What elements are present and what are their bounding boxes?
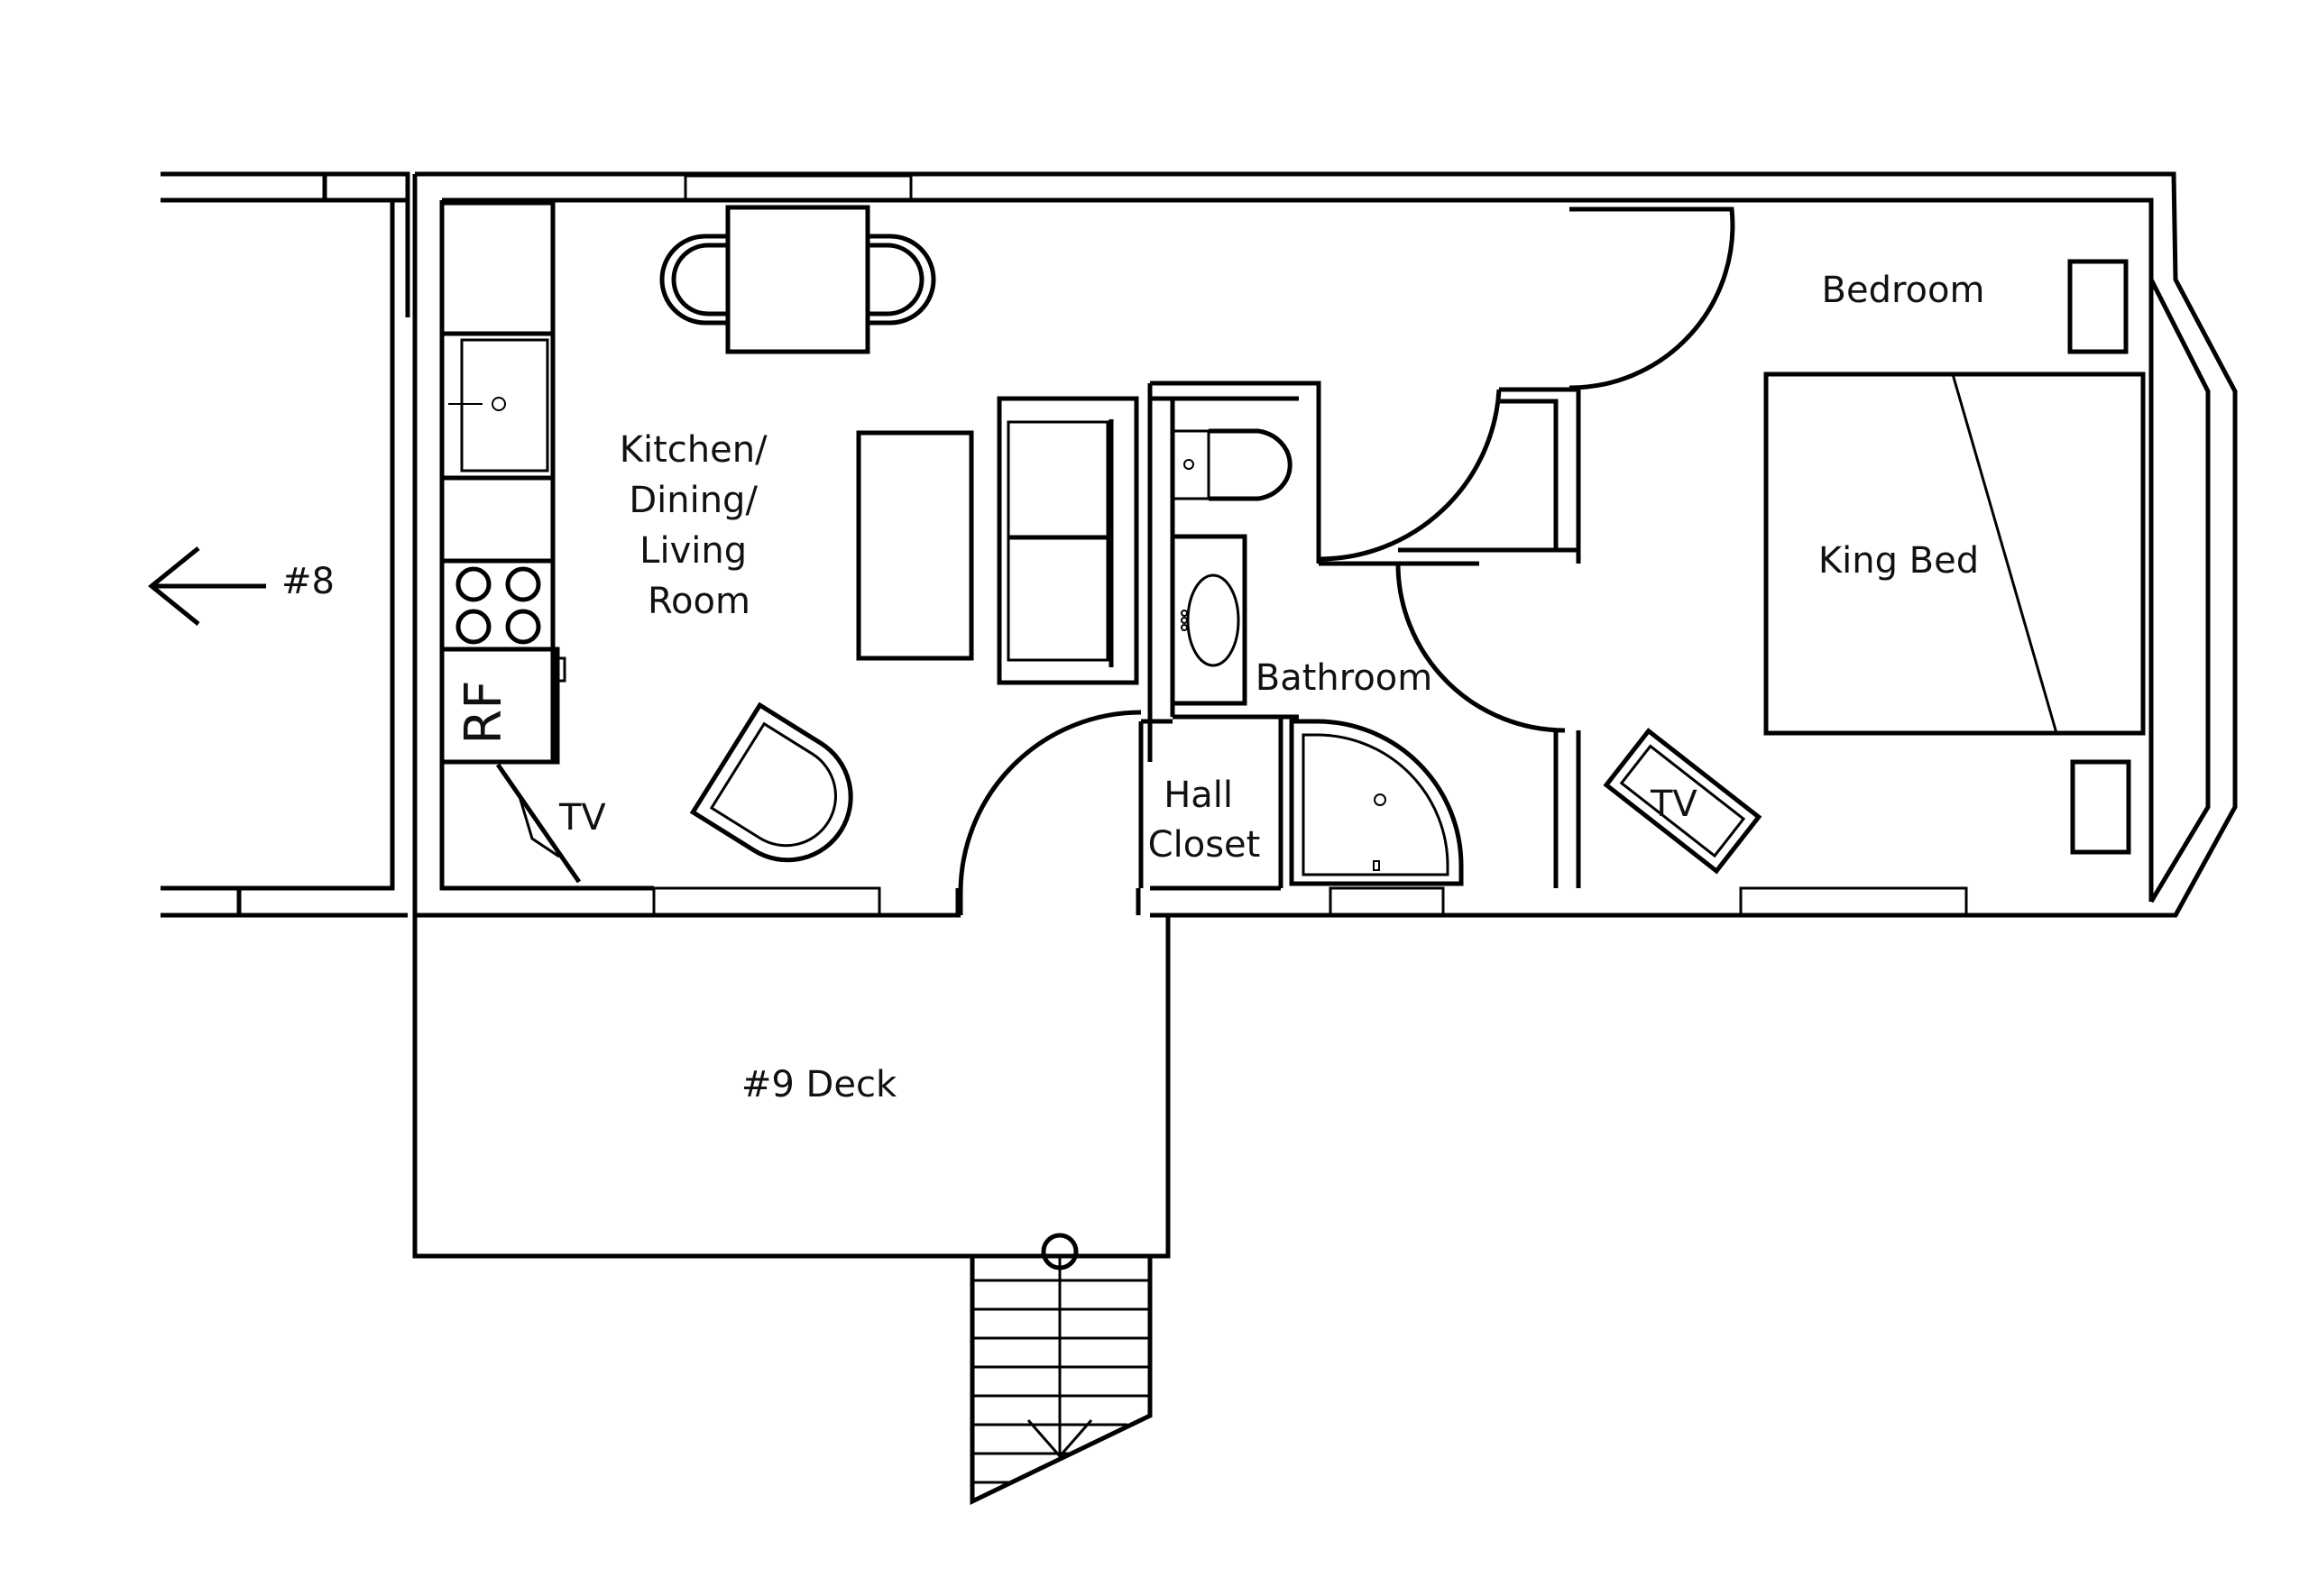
- bathroom-label: Bathroom: [1256, 657, 1432, 699]
- windows: [652, 174, 1968, 917]
- armchair: [689, 702, 853, 863]
- nightstand-bottom: [2070, 759, 2131, 855]
- king-bed-label: King Bed: [1818, 540, 1979, 582]
- kitchen-label: Kitchen/ Dining/ Living Room: [620, 429, 779, 622]
- hall-closet-label-line-1: Hall: [1164, 775, 1233, 816]
- neighbor-unit-walls: [161, 171, 410, 918]
- kitchen-counter: [439, 200, 556, 765]
- fridge-icon: RF: [439, 647, 566, 765]
- tv-label-bedroom: TV: [1650, 784, 1697, 825]
- kitchen-label-line-2: Dining/: [629, 480, 758, 521]
- deck: [412, 915, 1171, 1259]
- nightstand-top: [2067, 259, 2129, 354]
- stairs: [970, 1233, 1153, 1505]
- tv-icon-living: TV: [495, 763, 606, 884]
- kitchen-label-line-3: Living: [639, 530, 747, 572]
- bedroom-label: Bedroom: [1822, 270, 1985, 311]
- kitchen-sink-icon: [448, 338, 549, 472]
- vanity-sink-icon: [1170, 534, 1247, 706]
- tv-label-living: TV: [558, 797, 606, 839]
- fridge-label: RF: [455, 680, 513, 744]
- neighbor-unit-label: #8: [281, 561, 335, 602]
- doors: [958, 206, 1735, 915]
- dining-table: [659, 205, 936, 354]
- hall-closet-label: Hall Closet: [1148, 775, 1261, 866]
- tv-icon-bedroom: [1603, 728, 1762, 875]
- hall-closet-label-line-2: Closet: [1148, 824, 1261, 866]
- kitchen-label-line-4: Room: [648, 581, 750, 622]
- stove-icon: [455, 566, 541, 645]
- shower-icon: [1289, 719, 1464, 886]
- king-bed: [1763, 371, 2146, 736]
- sofa: [997, 396, 1139, 685]
- direction-arrow-icon: [148, 546, 266, 626]
- toilet-icon: [1171, 428, 1292, 501]
- kitchen-label-line-1: Kitchen/: [620, 429, 768, 471]
- deck-label: #9 Deck: [741, 1064, 897, 1105]
- coffee-table: [856, 430, 974, 661]
